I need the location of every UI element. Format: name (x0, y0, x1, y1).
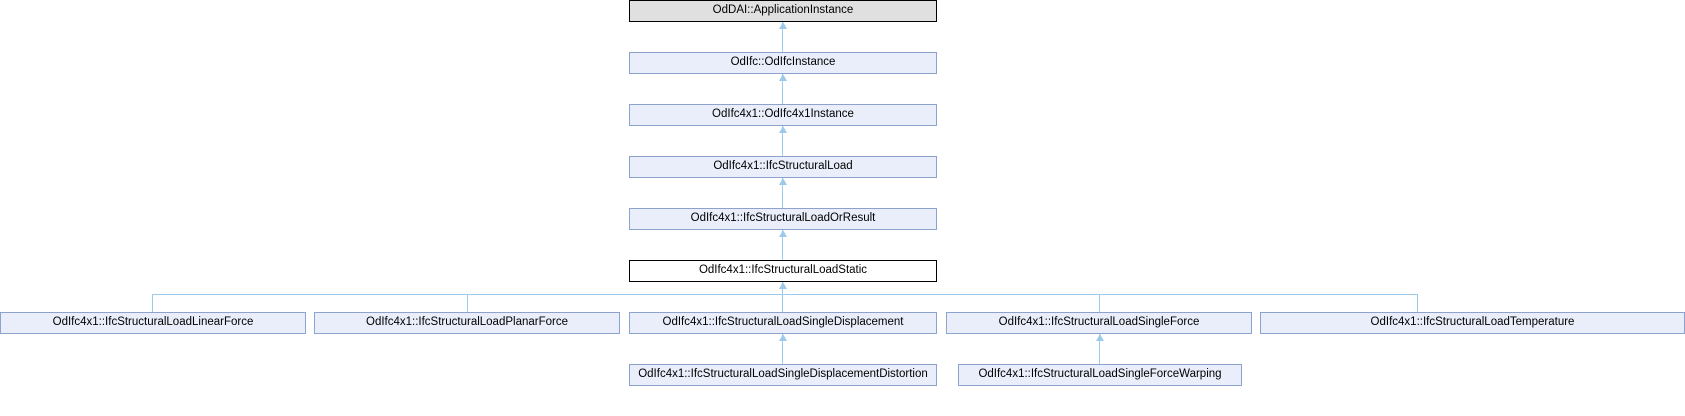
edge-bus-n5-children (152, 294, 1417, 295)
class-node-label: OdIfc4x1::IfcStructuralLoad (713, 160, 853, 173)
class-node-structural-load-single-force-warping[interactable]: OdIfc4x1::IfcStructuralLoadSingleForceWa… (958, 364, 1242, 386)
edge-n1-to-n0 (782, 22, 783, 52)
class-node-label: OdIfc4x1::IfcStructuralLoadLinearForce (52, 316, 254, 329)
edge-n9-to-n5 (1099, 294, 1100, 312)
class-node-label: OdDAI::ApplicationInstance (712, 4, 854, 17)
arrowhead-n11-to-n8 (779, 334, 787, 341)
arrowhead-n5-to-n4 (779, 230, 787, 237)
edge-n4-to-n3 (782, 178, 783, 208)
edge-n11-to-n8 (782, 334, 783, 364)
class-node-odifc4x1-instance[interactable]: OdIfc4x1::OdIfc4x1Instance (629, 104, 937, 126)
class-node-label: OdIfc4x1::IfcStructuralLoadSingleDisplac… (662, 316, 904, 329)
arrowhead-n1-to-n0 (779, 22, 787, 29)
class-node-structural-load-or-result[interactable]: OdIfc4x1::IfcStructuralLoadOrResult (629, 208, 937, 230)
class-node-label: OdIfc::OdIfcInstance (730, 56, 836, 69)
class-node-label: OdIfc4x1::IfcStructuralLoadStatic (698, 264, 868, 277)
class-node-structural-load-temperature[interactable]: OdIfc4x1::IfcStructuralLoadTemperature (1260, 312, 1685, 334)
edge-n3-to-n2 (782, 126, 783, 156)
edge-n6-to-n5 (152, 294, 153, 312)
arrowhead-n2-to-n1 (779, 74, 787, 81)
class-node-label: OdIfc4x1::IfcStructuralLoadPlanarForce (366, 316, 568, 329)
class-node-structural-load[interactable]: OdIfc4x1::IfcStructuralLoad (629, 156, 937, 178)
edge-n5-to-n4 (782, 230, 783, 260)
class-node-odifc-instance[interactable]: OdIfc::OdIfcInstance (629, 52, 937, 74)
class-node-structural-load-single-force[interactable]: OdIfc4x1::IfcStructuralLoadSingleForce (946, 312, 1252, 334)
class-node-structural-load-single-displacement-distortion[interactable]: OdIfc4x1::IfcStructuralLoadSingleDisplac… (629, 364, 937, 386)
arrowhead-n3-to-n2 (779, 126, 787, 133)
arrowhead-n12-to-n9 (1096, 334, 1104, 341)
edge-n10-to-n5 (1417, 294, 1418, 312)
class-node-label: OdIfc4x1::OdIfc4x1Instance (712, 108, 854, 121)
class-node-application-instance[interactable]: OdDAI::ApplicationInstance (629, 0, 937, 22)
class-node-structural-load-linear-force[interactable]: OdIfc4x1::IfcStructuralLoadLinearForce (0, 312, 306, 334)
class-node-structural-load-single-displacement[interactable]: OdIfc4x1::IfcStructuralLoadSingleDisplac… (629, 312, 937, 334)
class-node-label: OdIfc4x1::IfcStructuralLoadTemperature (1370, 316, 1575, 329)
class-node-structural-load-static[interactable]: OdIfc4x1::IfcStructuralLoadStatic (629, 260, 937, 282)
class-node-structural-load-planar-force[interactable]: OdIfc4x1::IfcStructuralLoadPlanarForce (314, 312, 620, 334)
edge-n2-to-n1 (782, 74, 783, 104)
edge-n7-to-n5 (467, 294, 468, 312)
arrowhead-n4-to-n3 (779, 178, 787, 185)
arrowhead-children-to-n5 (779, 282, 787, 289)
class-node-label: OdIfc4x1::IfcStructuralLoadSingleForce (998, 316, 1200, 329)
edge-n12-to-n9 (1099, 334, 1100, 364)
class-node-label: OdIfc4x1::IfcStructuralLoadOrResult (690, 212, 876, 225)
class-node-label: OdIfc4x1::IfcStructuralLoadSingleDisplac… (638, 368, 928, 381)
edge-n8-to-n5 (782, 282, 783, 312)
class-node-label: OdIfc4x1::IfcStructuralLoadSingleForceWa… (978, 368, 1222, 381)
